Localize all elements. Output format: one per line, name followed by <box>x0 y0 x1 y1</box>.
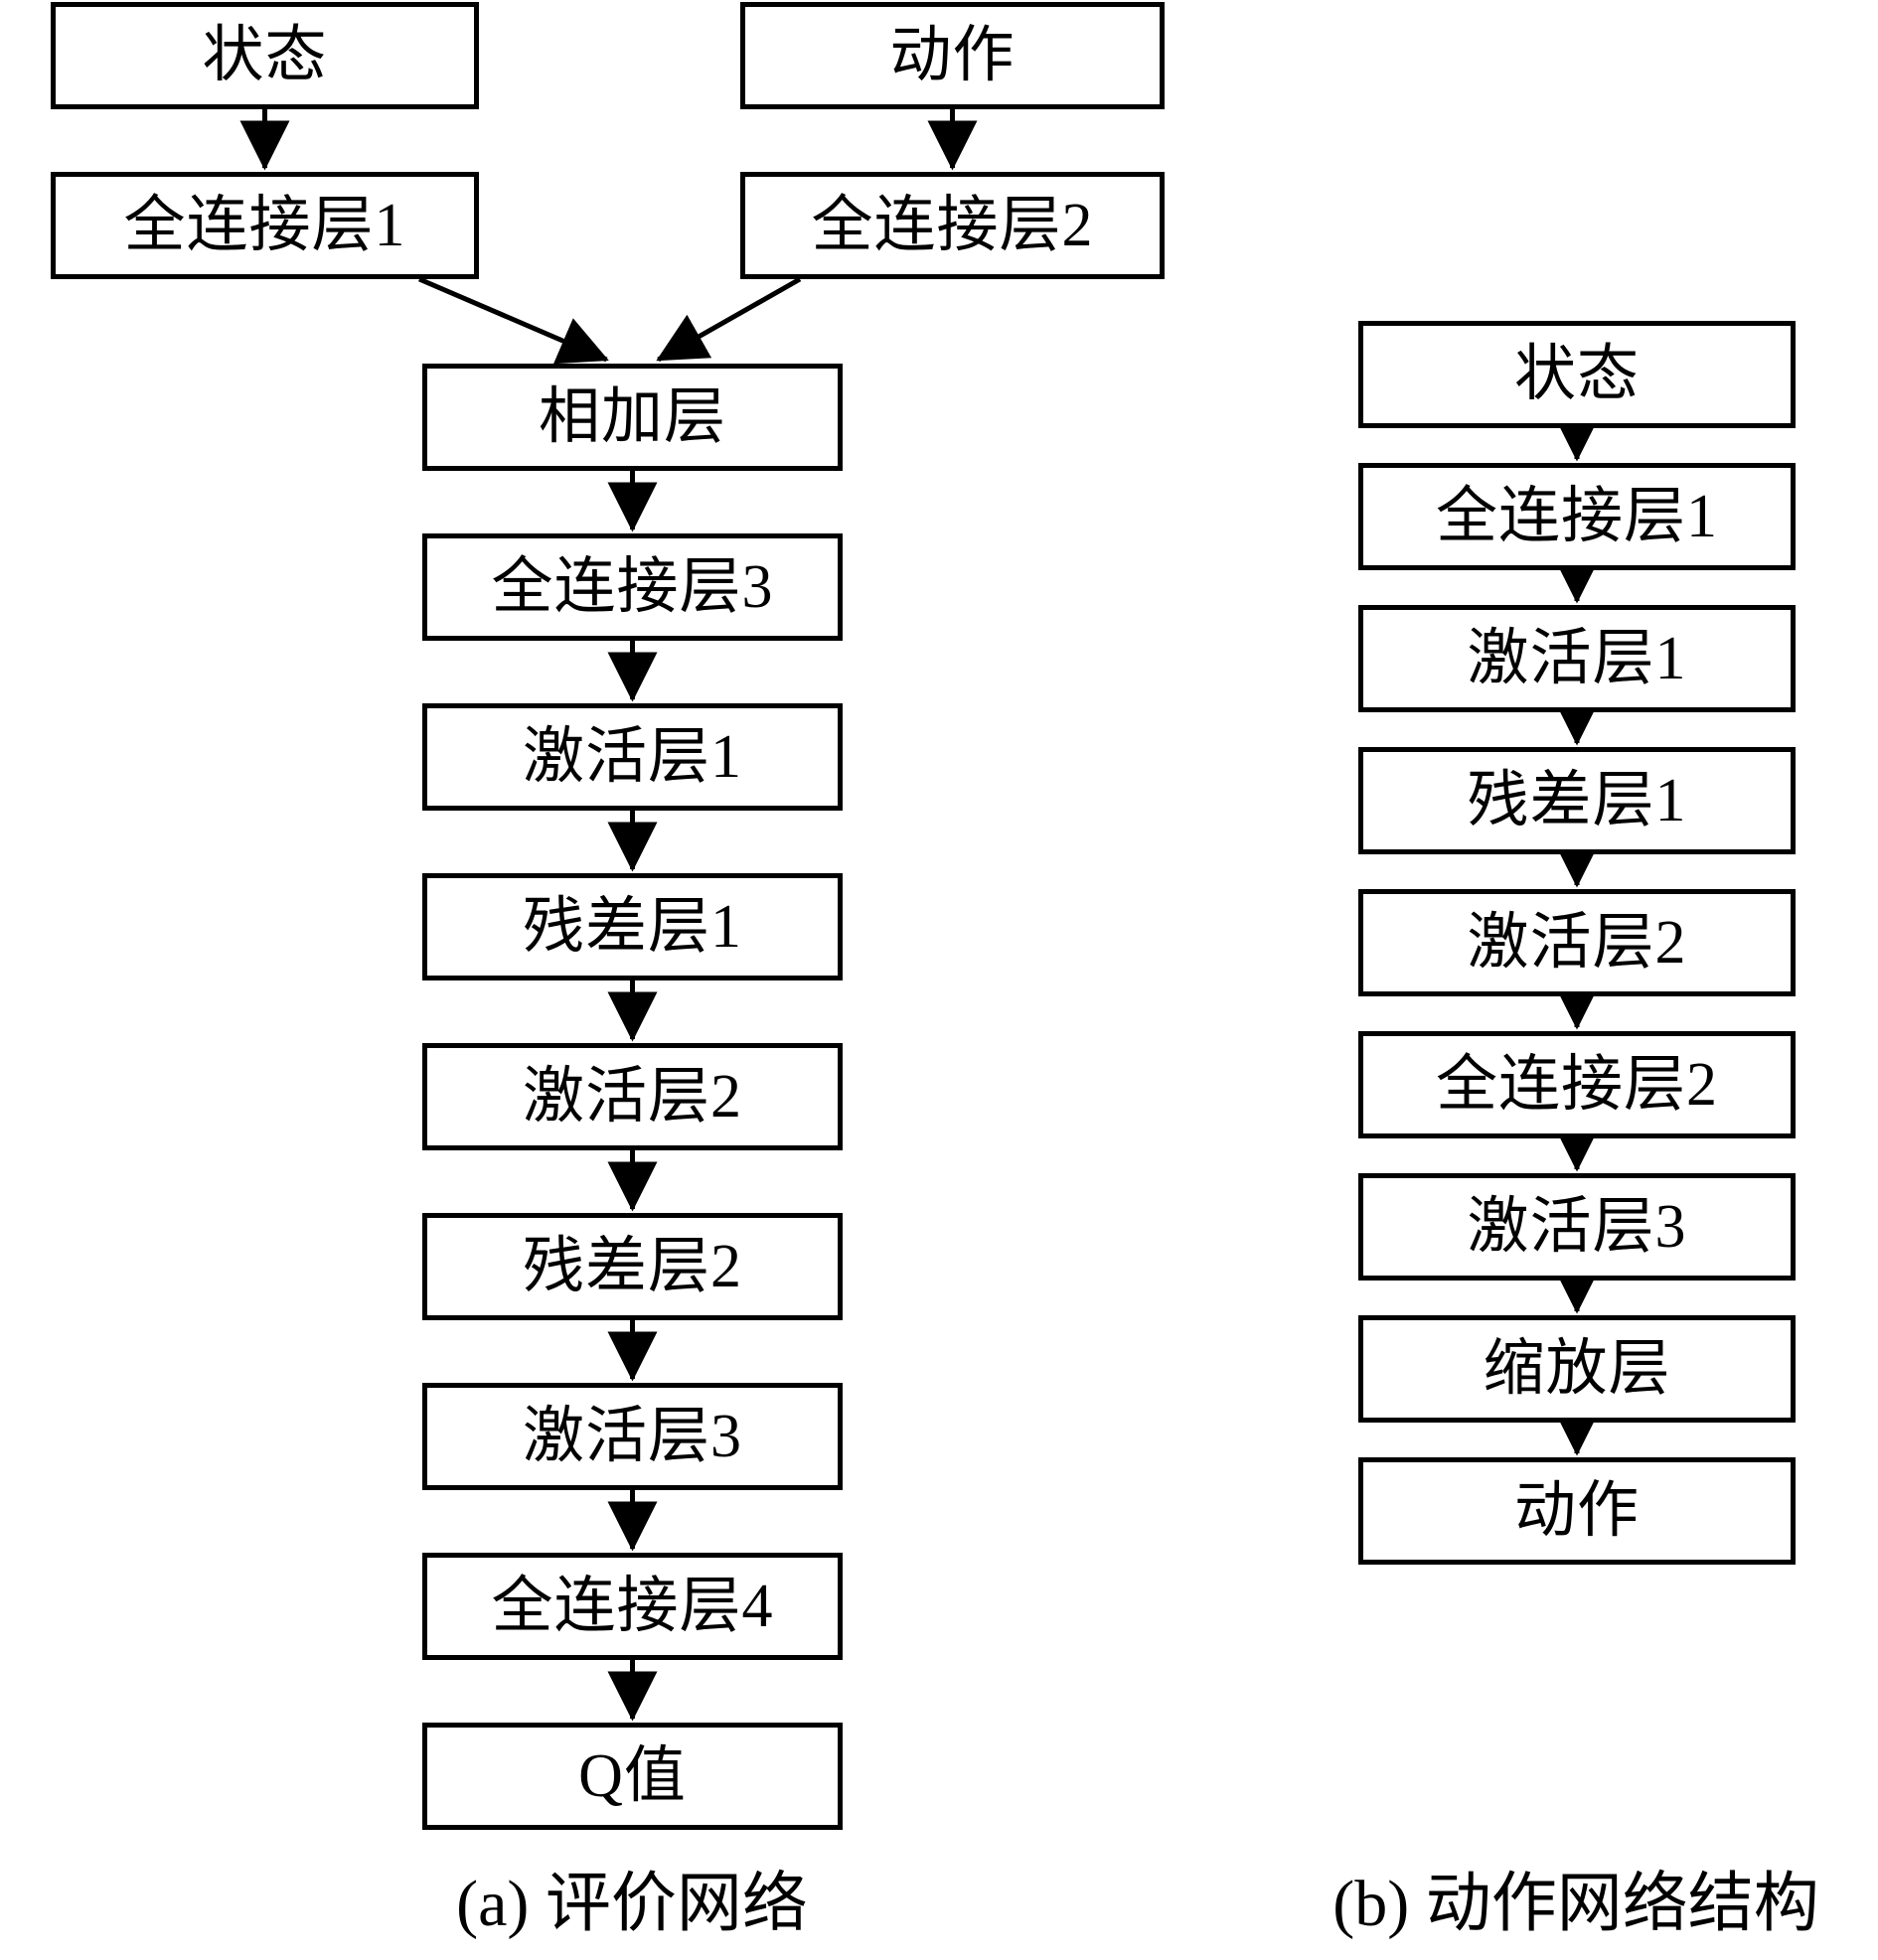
node-label: 动作 <box>889 22 1016 89</box>
edge-critic-fc1-to-add <box>418 276 609 365</box>
node-label: 状态 <box>202 22 328 89</box>
node-critic-res1: 残差层1 <box>422 873 843 980</box>
node-label: 状态 <box>1513 341 1640 408</box>
node-critic-act2: 激活层2 <box>422 1043 843 1150</box>
node-label: 激活层2 <box>1467 909 1687 977</box>
node-label: Q值 <box>578 1742 687 1810</box>
node-critic-add: 相加层 <box>422 364 843 471</box>
node-critic-fc4: 全连接层4 <box>422 1553 843 1660</box>
node-actor-fc1: 全连接层1 <box>1358 463 1796 570</box>
node-label: 全连接层2 <box>811 192 1094 259</box>
node-label: 激活层2 <box>522 1063 742 1131</box>
panel-caption-actor: (b) 动作网络结构 <box>1332 1868 1819 1940</box>
panel-caption-critic: (a) 评价网络 <box>456 1868 808 1940</box>
edge-critic-fc2-to-add <box>656 276 802 363</box>
node-critic-act3: 激活层3 <box>422 1383 843 1490</box>
node-actor-act1: 激活层1 <box>1358 605 1796 712</box>
node-label: 全连接层4 <box>491 1573 774 1640</box>
node-actor-res1: 残差层1 <box>1358 747 1796 854</box>
node-label: 激活层1 <box>522 723 742 791</box>
node-actor-state: 状态 <box>1358 321 1796 428</box>
node-label: 全连接层2 <box>1435 1051 1718 1119</box>
node-actor-fc2: 全连接层2 <box>1358 1031 1796 1138</box>
node-label: 相加层 <box>538 383 726 451</box>
node-critic-state: 状态 <box>51 2 479 109</box>
node-actor-scale: 缩放层 <box>1358 1315 1796 1423</box>
node-label: 残差层1 <box>1467 767 1687 834</box>
node-critic-fc1: 全连接层1 <box>51 172 479 279</box>
node-label: 缩放层 <box>1483 1335 1671 1403</box>
node-label: 残差层1 <box>522 893 742 961</box>
node-label: 残差层2 <box>522 1233 742 1300</box>
node-label: 动作 <box>1513 1477 1640 1545</box>
node-label: 全连接层3 <box>491 553 774 621</box>
node-label: 激活层3 <box>522 1403 742 1470</box>
node-critic-fc2: 全连接层2 <box>740 172 1165 279</box>
node-critic-qvalue: Q值 <box>422 1723 843 1830</box>
node-critic-action: 动作 <box>740 2 1165 109</box>
node-label: 激活层3 <box>1467 1193 1687 1261</box>
node-label: 全连接层1 <box>123 192 406 259</box>
node-label: 激活层1 <box>1467 625 1687 692</box>
node-critic-fc3: 全连接层3 <box>422 533 843 641</box>
node-critic-res2: 残差层2 <box>422 1213 843 1320</box>
node-actor-action: 动作 <box>1358 1457 1796 1565</box>
node-actor-act3: 激活层3 <box>1358 1173 1796 1281</box>
node-label: 全连接层1 <box>1435 483 1718 550</box>
node-actor-act2: 激活层2 <box>1358 889 1796 996</box>
node-critic-act1: 激活层1 <box>422 703 843 811</box>
